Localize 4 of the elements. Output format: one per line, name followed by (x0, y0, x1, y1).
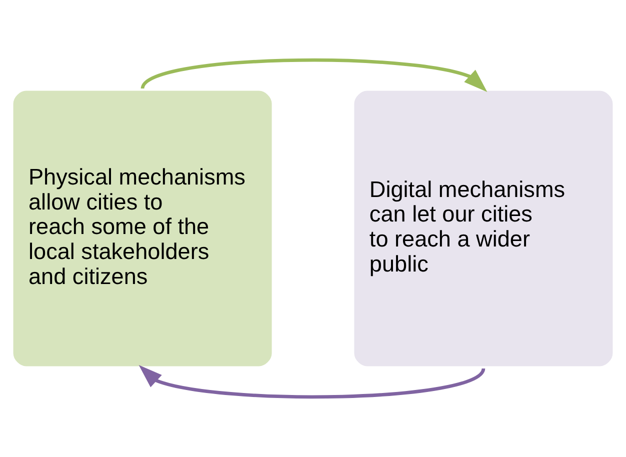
arrow (138, 365, 485, 399)
node-box: Digital mechanisms can let our cities to reach a wider public (353, 90, 614, 368)
arrow (141, 58, 488, 92)
node-box: Physical mechanisms allow cities to reach some of the local stakeholders and citizens (12, 90, 273, 368)
